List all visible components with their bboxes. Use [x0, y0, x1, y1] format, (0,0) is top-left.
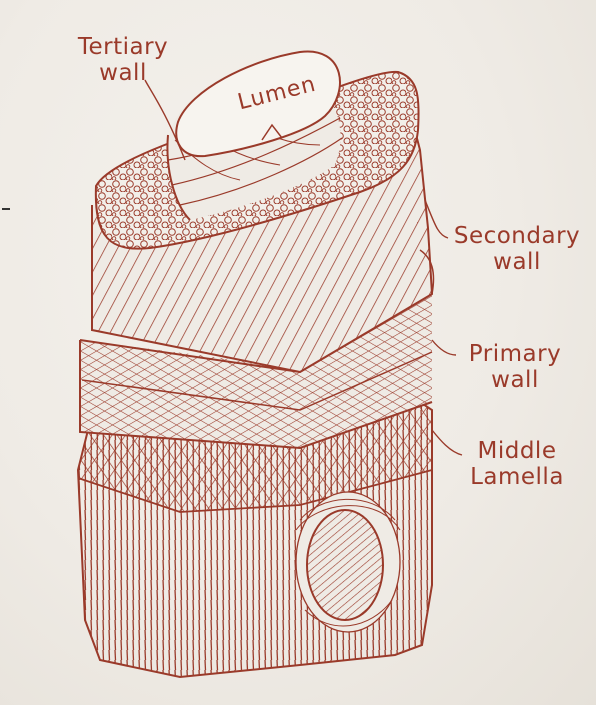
label-primary-wall: Primary wall [450, 341, 580, 393]
label-primary-line2: wall [450, 367, 580, 393]
label-middle-line2: Lamella [452, 464, 582, 490]
label-middle-line1: Middle [452, 438, 582, 464]
label-secondary-line2: wall [442, 249, 592, 275]
label-tertiary-line1: Tertiary [58, 34, 188, 60]
label-middle-lamella: Middle Lamella [452, 438, 582, 490]
label-secondary-wall: Secondary wall [442, 223, 592, 275]
pit-feature [296, 492, 400, 632]
label-tertiary-wall: Tertiary wall [58, 34, 188, 86]
label-primary-line1: Primary [450, 341, 580, 367]
label-secondary-line1: Secondary [442, 223, 592, 249]
label-tertiary-line2: wall [58, 60, 188, 86]
